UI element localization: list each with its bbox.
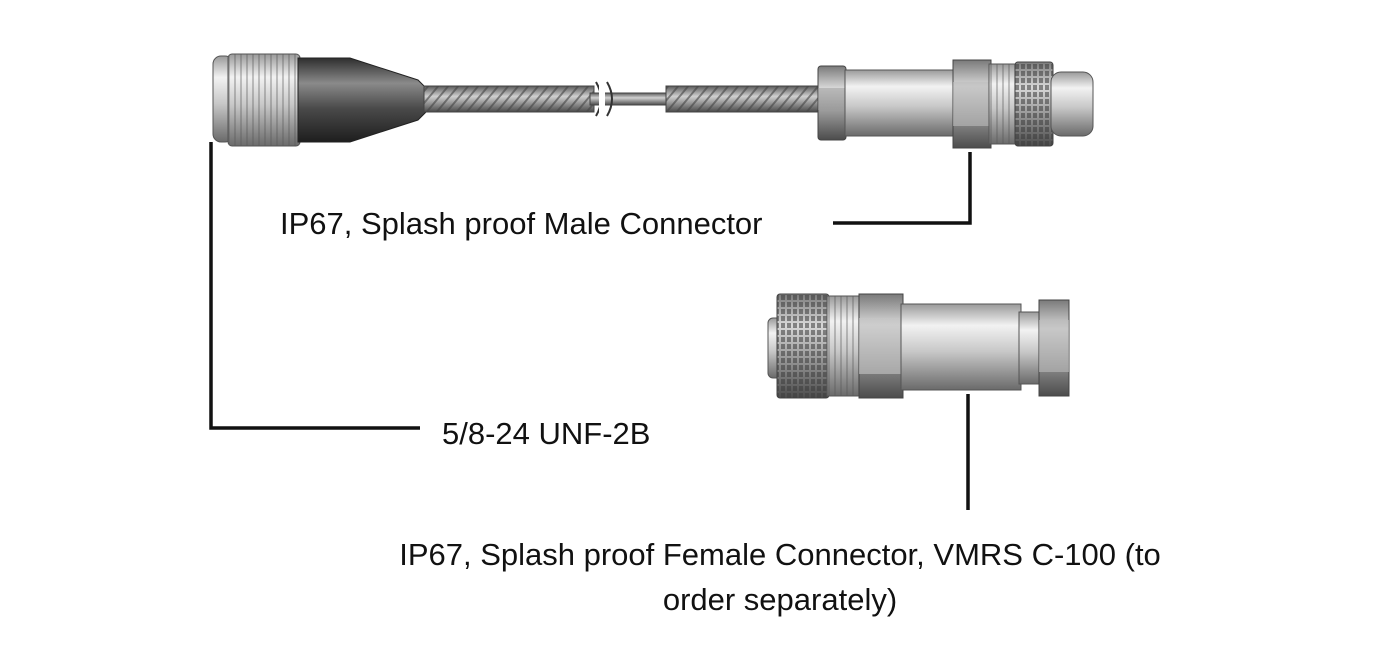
female-connector-label-line2: order separately) — [662, 581, 898, 617]
female-connector-icon — [767, 293, 1070, 399]
male-connector-leader — [833, 152, 972, 225]
thread-spec-leader — [209, 142, 420, 430]
male-connector-label: IP67, Splash proof Male Connector — [280, 206, 763, 241]
thread-spec-label: 5/8-24 UNF-2B — [442, 416, 651, 451]
leader-lines — [209, 142, 972, 510]
female-connector-label: IP67, Splash proof Female Connector, VMR… — [300, 533, 1260, 623]
cable-assembly-icon — [212, 53, 1094, 149]
female-connector-label-line1: IP67, Splash proof Female Connector, VMR… — [399, 537, 1161, 572]
